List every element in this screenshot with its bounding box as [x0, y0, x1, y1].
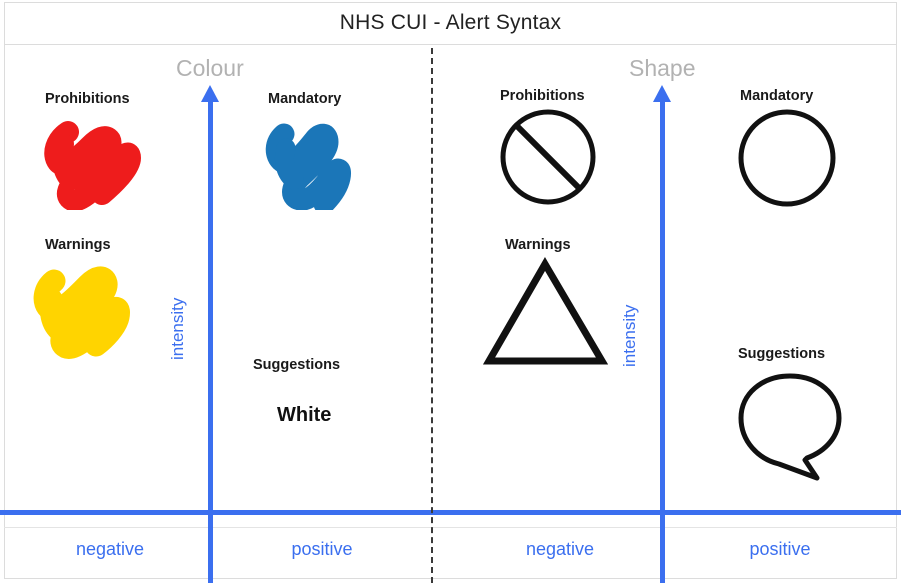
polarity-colour-negative: negative	[75, 539, 145, 559]
page-title: NHS CUI - Alert Syntax	[339, 11, 562, 34]
circle-icon	[738, 109, 836, 207]
speech-bubble-icon	[738, 373, 842, 481]
title-bar: NHS CUI - Alert Syntax	[4, 2, 897, 45]
group-divider-dashed	[431, 48, 433, 583]
label-shape-negative-warnings: Warnings	[505, 237, 571, 253]
polarity-colour-positive: positive	[291, 539, 353, 559]
label-colour-positive-mandatory: Mandatory	[268, 91, 342, 107]
label-colour-negative-warnings: Warnings	[45, 237, 111, 253]
arrow-up-icon-colour	[201, 85, 219, 102]
diagram-frame	[4, 2, 897, 579]
label-shape-positive-mandatory: Mandatory	[740, 88, 814, 104]
polarity-shape-negative: negative	[525, 539, 595, 559]
label-colour-negative-prohibitions: Prohibitions	[45, 91, 130, 107]
label-shape-negative-prohibitions: Prohibitions	[500, 88, 585, 104]
polarity-shape-positive: positive	[749, 539, 811, 559]
red-scribble-swatch	[44, 121, 141, 210]
arrow-up-icon-shape	[653, 85, 671, 102]
label-colour-positive-suggestions: Suggestions	[253, 357, 341, 373]
value-colour-positive-suggestions: White	[277, 404, 332, 426]
yellow-scribble-swatch	[33, 266, 130, 359]
group-title-shape: Shape	[629, 55, 696, 81]
intensity-axis-shape	[660, 96, 665, 583]
label-shape-positive-suggestions: Suggestions	[738, 346, 826, 362]
axis-label-intensity-colour: intensity	[168, 297, 187, 360]
bottom-band-divider	[4, 527, 897, 528]
group-title-colour: Colour	[176, 55, 244, 81]
blue-scribble-swatch	[265, 123, 351, 210]
axis-label-intensity-shape: intensity	[620, 304, 639, 367]
intensity-axis-colour	[208, 96, 213, 583]
baseline-axis	[0, 510, 901, 515]
triangle-icon	[483, 257, 608, 365]
circle-slash-icon	[500, 109, 596, 205]
